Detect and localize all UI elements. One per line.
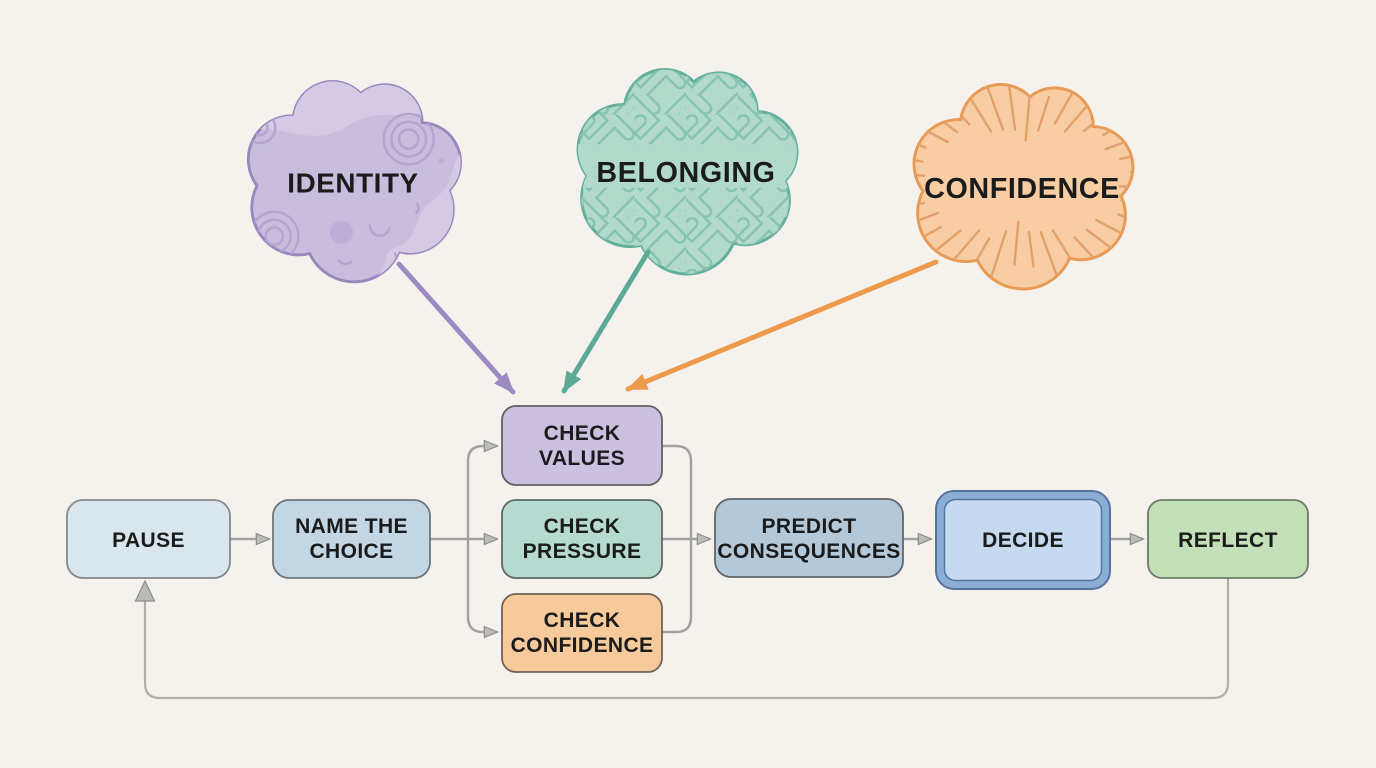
belonging-label: BELONGING bbox=[596, 157, 775, 189]
identity-cloud: IDENTITY bbox=[246, 80, 463, 284]
belonging-arrow bbox=[561, 249, 651, 394]
merge-from-check-values bbox=[662, 444, 693, 539]
identity-label: IDENTITY bbox=[287, 167, 418, 198]
check-values-label-line1: CHECK bbox=[544, 422, 621, 445]
name-the-choice-label-line1: NAME THE bbox=[295, 515, 408, 538]
reflect-box bbox=[1147, 499, 1309, 579]
identity-arrow bbox=[396, 261, 516, 395]
check-values-label-line2: VALUES bbox=[539, 447, 625, 470]
check-pressure-label-line2: PRESSURE bbox=[523, 540, 642, 563]
arrow-split-to-check-values bbox=[466, 439, 500, 539]
decide-box-inner bbox=[943, 498, 1103, 582]
predict-consequences-label-line2: CONSEQUENCES bbox=[717, 540, 900, 563]
confidence-label: CONFIDENCE bbox=[924, 173, 1120, 205]
reflect-label: REFLECT bbox=[1178, 529, 1278, 552]
name-the-choice-label-line2: CHOICE bbox=[309, 540, 393, 563]
check-pressure-box bbox=[501, 499, 663, 579]
check-confidence-node: CHECK CONFIDENCE bbox=[501, 593, 663, 673]
reflect-node: REFLECT bbox=[1147, 499, 1309, 579]
pause-node: PAUSE bbox=[66, 499, 231, 579]
feedback-loop-line bbox=[143, 578, 1230, 700]
flow-connectors bbox=[230, 439, 1146, 639]
check-values-node: CHECK VALUES bbox=[501, 405, 663, 486]
feedback-loop-arrowhead bbox=[134, 579, 156, 602]
cloud-arrows bbox=[396, 249, 939, 395]
decide-node: DECIDE bbox=[935, 490, 1111, 590]
confidence-arrow bbox=[625, 259, 939, 392]
check-values-box bbox=[501, 405, 663, 486]
predict-consequences-node: PREDICT CONSEQUENCES bbox=[714, 498, 904, 578]
check-confidence-label-line2: CONFIDENCE bbox=[511, 634, 654, 657]
check-confidence-label-line1: CHECK bbox=[544, 609, 621, 632]
arrow-split-to-check-confidence bbox=[466, 539, 500, 639]
name-the-choice-box bbox=[272, 499, 431, 579]
pause-label: PAUSE bbox=[112, 529, 185, 552]
check-pressure-label-line1: CHECK bbox=[544, 515, 621, 538]
check-confidence-box bbox=[501, 593, 663, 673]
merge-from-check-confidence bbox=[662, 539, 693, 634]
name-the-choice-node: NAME THE CHOICE bbox=[272, 499, 431, 579]
confidence-cloud: CONFIDENCE bbox=[912, 83, 1135, 291]
pause-box bbox=[66, 499, 231, 579]
decide-label: DECIDE bbox=[982, 529, 1064, 552]
predict-consequences-label-line1: PREDICT bbox=[762, 515, 857, 538]
predict-consequences-box bbox=[714, 498, 904, 578]
check-pressure-node: CHECK PRESSURE bbox=[501, 499, 663, 579]
